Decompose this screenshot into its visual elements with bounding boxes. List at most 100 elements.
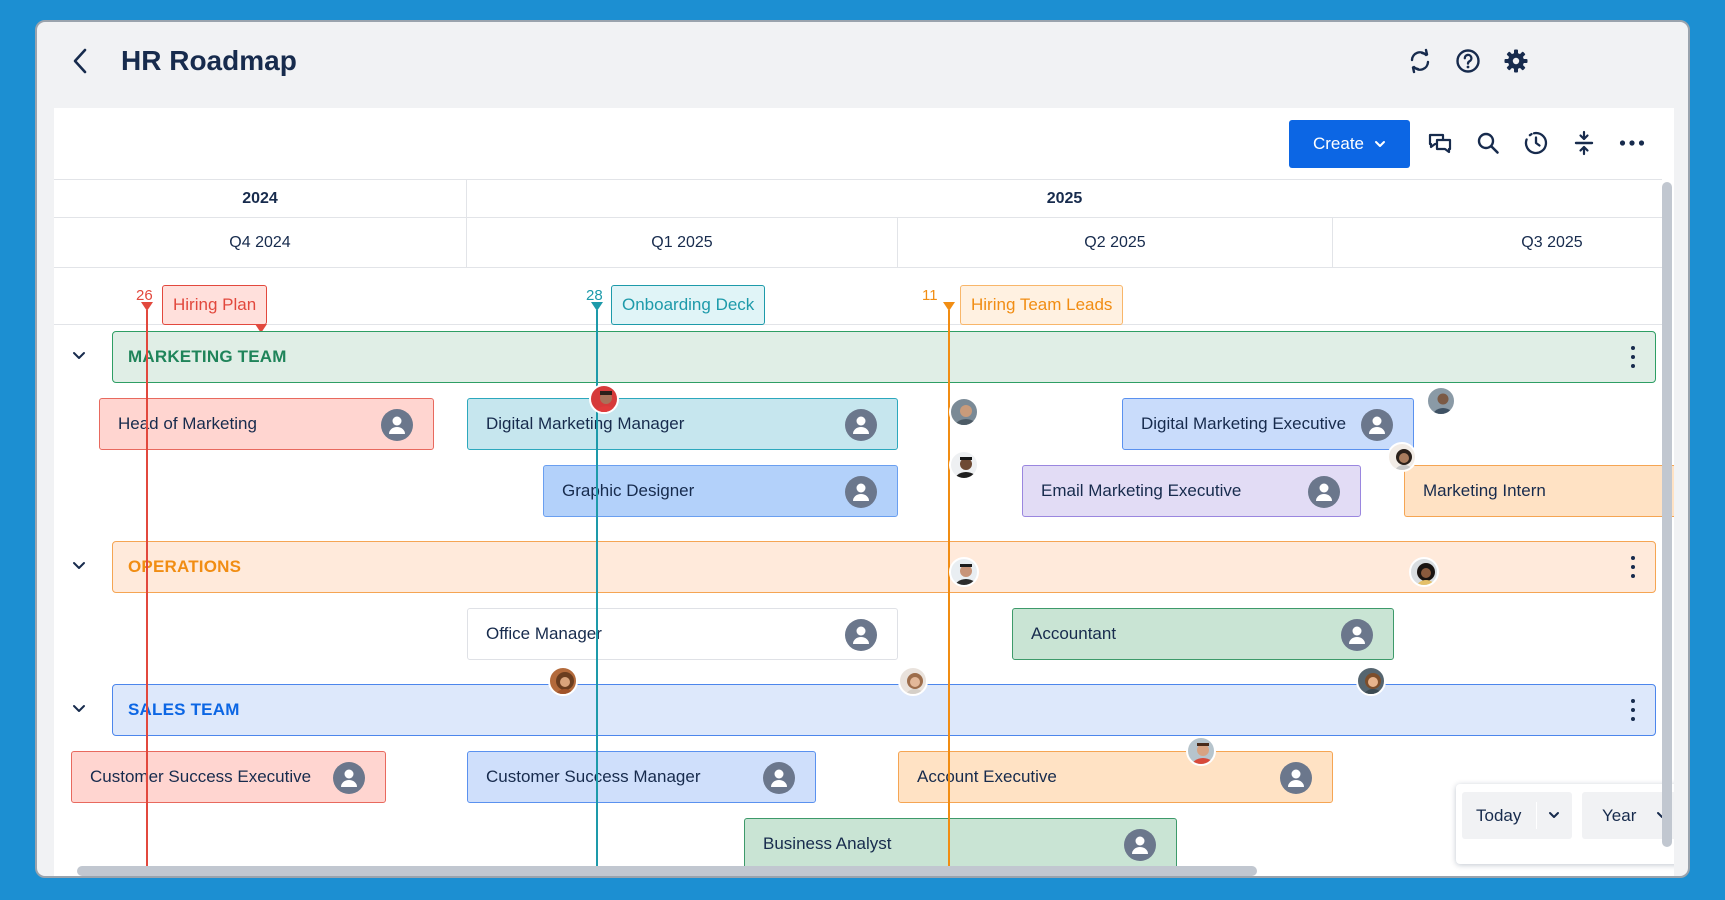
search-icon: [1477, 132, 1499, 154]
more-button[interactable]: [1613, 124, 1651, 162]
collapse-marketing-toggle[interactable]: [68, 344, 90, 366]
history-icon: [1524, 131, 1548, 155]
item-office-manager[interactable]: Office Manager: [467, 608, 898, 660]
user-avatar[interactable]: [1409, 557, 1439, 587]
collapse-icon: [1574, 130, 1594, 156]
item-head-of-marketing[interactable]: Head of Marketing: [99, 398, 434, 450]
unassigned-avatar-icon[interactable]: [381, 409, 413, 441]
collapse-operations-toggle[interactable]: [68, 554, 90, 576]
help-icon: [1456, 49, 1480, 73]
unassigned-avatar-icon[interactable]: [845, 619, 877, 651]
unassigned-avatar-icon[interactable]: [763, 762, 795, 794]
milestone-date: 26: [136, 287, 153, 304]
quarter-cell: Q4 2024: [54, 218, 467, 267]
item-marketing-intern[interactable]: Marketing Intern: [1404, 465, 1674, 517]
app-window: HR Roadmap: [35, 20, 1690, 878]
item-customer-success-manager[interactable]: Customer Success Manager: [467, 751, 816, 803]
search-button[interactable]: [1469, 124, 1507, 162]
unassigned-avatar-icon[interactable]: [1280, 762, 1312, 794]
user-avatar[interactable]: [548, 666, 578, 696]
user-avatar[interactable]: [898, 666, 928, 696]
top-bar: HR Roadmap: [37, 22, 1688, 108]
item-label: Customer Success Manager: [486, 767, 701, 786]
milestone-end-marker: [255, 324, 267, 333]
item-label: Digital Marketing Executive: [1141, 414, 1347, 433]
roadmap-panel: Create: [54, 108, 1674, 876]
item-customer-success-executive[interactable]: Customer Success Executive: [71, 751, 386, 803]
today-label: Today: [1476, 805, 1522, 825]
group-sales-team[interactable]: SALES TEAM: [112, 684, 1656, 736]
user-avatar[interactable]: [1186, 736, 1216, 766]
chevron-down-icon: [1375, 141, 1386, 147]
item-label: Marketing Intern: [1423, 481, 1546, 500]
chevron-down-icon: [1549, 812, 1559, 818]
unassigned-avatar-icon[interactable]: [1124, 829, 1156, 861]
milestone-hiring-team-leads[interactable]: Hiring Team Leads: [960, 285, 1124, 325]
item-email-marketing-executive[interactable]: Email Marketing Executive: [1022, 465, 1361, 517]
milestone-hiring-plan[interactable]: Hiring Plan: [162, 285, 268, 325]
year-cell: 2024: [54, 180, 467, 217]
chevron-left-icon: [73, 48, 87, 74]
item-account-executive[interactable]: Account Executive: [898, 751, 1333, 803]
milestone-marker: [141, 302, 153, 311]
item-digital-marketing-manager[interactable]: Digital Marketing Manager: [467, 398, 898, 450]
unassigned-avatar-icon[interactable]: [1341, 619, 1373, 651]
item-label: Graphic Designer: [562, 481, 695, 500]
unassigned-avatar-icon[interactable]: [1308, 476, 1340, 508]
gear-icon: [1504, 49, 1528, 73]
item-label: Office Manager: [486, 624, 602, 643]
item-label: Customer Success Executive: [90, 767, 312, 786]
user-avatar[interactable]: [1426, 386, 1456, 416]
more-icon: [1619, 140, 1645, 146]
group-menu-button[interactable]: [1629, 556, 1637, 578]
item-label: Account Executive: [917, 767, 1057, 786]
item-label: Digital Marketing Manager: [486, 414, 685, 433]
sync-button[interactable]: [1404, 45, 1436, 77]
item-accountant[interactable]: Accountant: [1012, 608, 1394, 660]
item-graphic-designer[interactable]: Graphic Designer: [543, 465, 898, 517]
user-avatar[interactable]: [1356, 666, 1386, 696]
milestone-date: 28: [586, 287, 603, 304]
vertical-scrollbar[interactable]: [1662, 182, 1672, 847]
item-label: Head of Marketing: [118, 414, 257, 433]
group-menu-button[interactable]: [1629, 346, 1637, 368]
unassigned-avatar-icon[interactable]: [1361, 409, 1393, 441]
item-business-analyst[interactable]: Business Analyst: [744, 818, 1177, 870]
item-digital-marketing-executive[interactable]: Digital Marketing Executive: [1122, 398, 1414, 450]
collapse-sales-toggle[interactable]: [68, 697, 90, 719]
create-button[interactable]: Create: [1289, 120, 1410, 168]
create-button-label: Create: [1312, 134, 1365, 153]
user-avatar[interactable]: [949, 557, 979, 587]
back-button[interactable]: [65, 46, 95, 76]
unassigned-avatar-icon[interactable]: [845, 476, 877, 508]
quarter-cell: Q1 2025: [467, 218, 898, 267]
group-operations[interactable]: OPERATIONS: [112, 541, 1656, 593]
unassigned-avatar-icon[interactable]: [845, 409, 877, 441]
group-menu-button[interactable]: [1629, 699, 1637, 721]
milestone-line: [146, 310, 148, 876]
group-marketing-team[interactable]: MARKETING TEAM: [112, 331, 1656, 383]
quarter-cell: Q3 2025: [1521, 233, 1583, 251]
year-header: 2024 2025: [54, 179, 1662, 218]
zoom-label: Year: [1602, 805, 1637, 825]
milestone-onboarding-deck[interactable]: Onboarding Deck: [611, 285, 766, 325]
item-label: Email Marketing Executive: [1041, 481, 1242, 500]
user-avatar[interactable]: [1387, 442, 1417, 472]
zoom-select[interactable]: Year: [1582, 792, 1674, 839]
milestone-marker: [943, 302, 955, 311]
item-label: Business Analyst: [763, 834, 892, 853]
quarter-cell: Q2 2025: [898, 218, 1333, 267]
help-button[interactable]: [1452, 45, 1484, 77]
horizontal-scrollbar[interactable]: [77, 866, 1257, 876]
user-avatar[interactable]: [949, 397, 979, 427]
chevron-down-icon: [73, 351, 85, 359]
comments-button[interactable]: [1421, 124, 1459, 162]
history-button[interactable]: [1517, 124, 1555, 162]
user-avatar[interactable]: [589, 384, 619, 414]
unassigned-avatar-icon[interactable]: [333, 762, 365, 794]
milestones-row: 26 Hiring Plan 28 Onboarding Deck 11 Hir…: [54, 268, 1662, 333]
today-button[interactable]: Today: [1462, 792, 1572, 839]
collapse-button[interactable]: [1565, 124, 1603, 162]
settings-button[interactable]: [1500, 45, 1532, 77]
user-avatar[interactable]: [949, 450, 979, 480]
